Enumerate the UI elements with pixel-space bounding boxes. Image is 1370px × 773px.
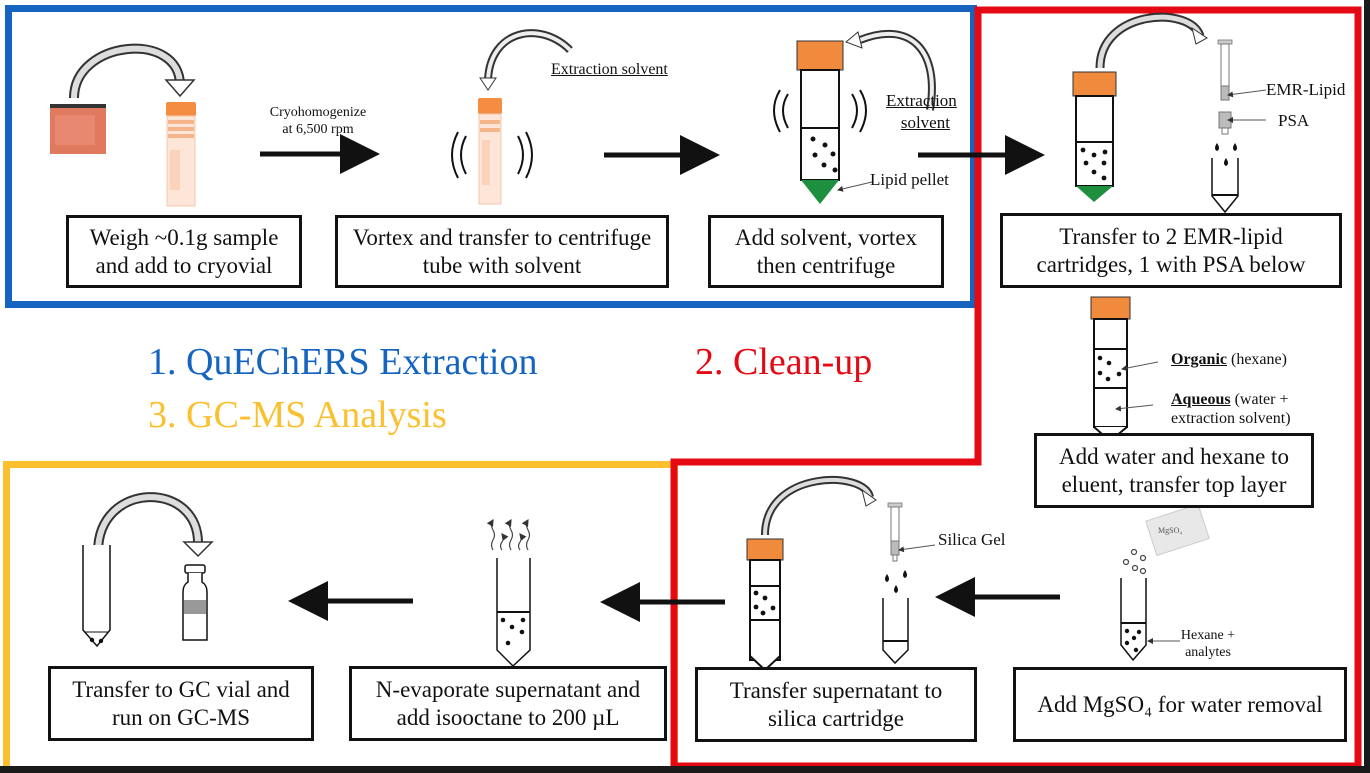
step-emr-lipid-cartridges: Transfer to 2 EMR-lipid cartridges, 1 wi…	[1000, 213, 1342, 288]
aqueous-desc: (water +	[1230, 391, 1289, 408]
centrifuge-tube-icon	[746, 538, 784, 672]
step-gc-vial: Transfer to GC vial and run on GC-MS	[48, 666, 314, 741]
cryo-line-1: Cryohomogenize	[269, 105, 367, 120]
step-water-hexane: Add water and hexane to eluent, transfer…	[1034, 433, 1314, 508]
section-heading-analysis: 3. GC-MS Analysis	[148, 394, 447, 436]
image-bottom-edge	[0, 766, 1370, 773]
step-mgso4: Add MgSO₄ for water removal	[1013, 667, 1347, 742]
vortex-motion-icon	[773, 89, 867, 133]
silica-gel-pointer	[898, 544, 936, 553]
step-weigh-sample: Weigh ~0.1g sample and add to cryovial	[66, 215, 302, 288]
step-label: Weigh ~0.1g sample and add to cryovial	[89, 224, 279, 278]
curved-transfer-arrow-icon	[93, 492, 214, 558]
organic-pointer	[1121, 361, 1159, 371]
hexane-analytes-label: Hexane + analytes	[1173, 627, 1243, 661]
cryohomogenize-label: Cryohomogenize at 6,500 rpm	[258, 104, 378, 138]
extraction-solvent-label: Extraction solvent	[551, 61, 668, 78]
extraction-solvent-arrow-icon	[479, 29, 573, 91]
emr-lipid-pointer	[1227, 89, 1267, 98]
emr-lipid-cartridge-icon	[1211, 39, 1239, 214]
step-label: N-evaporate supernatant and add isooctan…	[375, 676, 641, 730]
extraction-solvent-line-2: solvent	[900, 113, 950, 132]
aqueous-term: Aqueous	[1171, 391, 1231, 408]
step-n-evaporate: N-evaporate supernatant and add isooctan…	[349, 666, 667, 741]
silica-cartridge-icon	[882, 502, 909, 665]
vortex-cryovial-icon	[478, 98, 502, 205]
aqueous-pointer	[1115, 404, 1154, 412]
step-vortex-transfer: Vortex and transfer to centrifuge tube w…	[335, 215, 669, 288]
hexane-line-2: analytes	[1185, 645, 1231, 660]
hexane-line-1: Hexane +	[1180, 628, 1236, 643]
partition-tube-icon	[1090, 296, 1131, 443]
cryovial-icon	[166, 102, 196, 207]
sample-tissue-icon	[50, 104, 106, 154]
lipid-pellet-label: Lipid pellet	[870, 170, 949, 189]
gc-vial-icon	[182, 564, 208, 641]
organic-desc: (hexane)	[1227, 351, 1287, 368]
image-right-edge	[1364, 0, 1370, 773]
evaporation-tube-icon	[496, 558, 531, 668]
organic-label: Organic (hexane)	[1171, 350, 1287, 370]
step-label: Add water and hexane to eluent, transfer…	[1059, 443, 1289, 497]
silica-gel-label: Silica Gel	[938, 530, 1006, 549]
lipid-pellet-pointer	[837, 181, 873, 192]
curved-transfer-arrow-icon	[761, 476, 877, 536]
vortex-motion-icon	[451, 131, 533, 179]
sample-tube-icon	[82, 545, 111, 648]
step-label: Add MgSO₄ for water removal	[1037, 691, 1323, 717]
step-label: Transfer to 2 EMR-lipid cartridges, 1 wi…	[1036, 223, 1306, 277]
aqueous-label: Aqueous (water + extraction solvent)	[1171, 390, 1291, 428]
section-heading-cleanup: 2. Clean-up	[695, 341, 873, 383]
cryo-line-2: at 6,500 rpm	[282, 122, 354, 137]
step-label: Transfer to GC vial and run on GC-MS	[72, 676, 290, 730]
step-silica-cartridge: Transfer supernatant to silica cartridge	[695, 667, 977, 742]
solvent-add-arrow-icon	[845, 29, 936, 111]
aqueous-desc-2: extraction solvent)	[1171, 410, 1291, 427]
section-heading-extraction: 1. QuEChERS Extraction	[148, 341, 538, 383]
step-label: Add solvent, vortex then centrifuge	[734, 224, 918, 278]
centrifuge-tube-icon	[1072, 71, 1117, 202]
centrifuge-tube-icon	[796, 40, 844, 204]
mgso4-packet-label: MgSO₄	[1158, 526, 1183, 535]
emr-lipid-label: EMR-Lipid	[1266, 80, 1346, 99]
hexane-analytes-tube-icon	[1120, 578, 1147, 662]
step-add-solvent-centrifuge: Add solvent, vortex then centrifuge	[708, 215, 944, 288]
extraction-solvent-line-1: Extraction	[886, 91, 957, 110]
organic-term: Organic	[1171, 351, 1227, 368]
evaporation-vapor-icon	[486, 518, 531, 551]
mgso4-packet-icon	[1145, 503, 1210, 557]
extraction-solvent-label-2: Extraction solvent	[886, 90, 957, 134]
curved-transfer-arrow-icon	[1095, 12, 1208, 69]
step-label: Transfer supernatant to silica cartridge	[729, 677, 943, 731]
psa-label: PSA	[1278, 111, 1310, 130]
curved-transfer-arrow-icon	[69, 43, 196, 99]
step-label: Vortex and transfer to centrifuge tube w…	[352, 224, 652, 278]
